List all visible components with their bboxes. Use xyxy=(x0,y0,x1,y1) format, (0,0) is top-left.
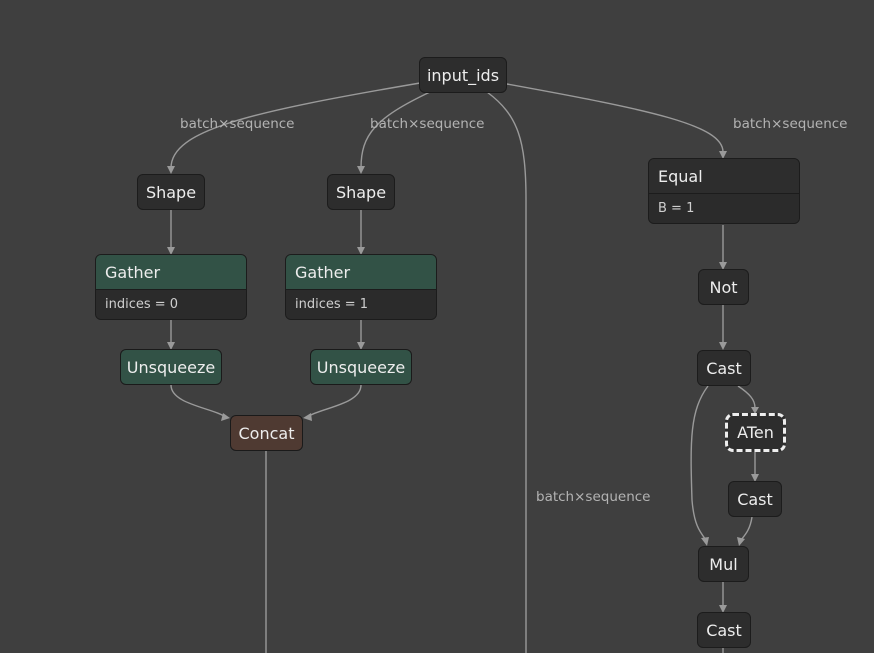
edge-cast2-mul xyxy=(740,516,753,541)
edge-unsqueeze-concat-a xyxy=(170,384,228,419)
node-header: Gather xyxy=(96,255,246,290)
edge-cast-aten xyxy=(737,385,756,409)
edge-label-shape-b: batch×sequence xyxy=(370,116,485,132)
node-label: Cast xyxy=(706,620,742,640)
node-label: Cast xyxy=(706,358,742,378)
node-input-ids[interactable]: input_ids xyxy=(419,57,507,93)
edge-input-long xyxy=(486,91,527,653)
node-unsqueeze-a[interactable]: Unsqueeze xyxy=(120,349,222,385)
node-gather-b[interactable]: Gather indices = 1 xyxy=(285,254,437,320)
node-cast-2[interactable]: Cast xyxy=(728,481,782,517)
edge-label-shape-a: batch×sequence xyxy=(180,116,295,132)
node-aten[interactable]: ATen xyxy=(725,413,786,452)
node-label: Gather xyxy=(105,262,161,282)
node-label: Shape xyxy=(335,182,387,202)
node-shape-a[interactable]: Shape xyxy=(137,174,205,210)
node-label: Equal xyxy=(658,166,703,186)
node-shape-b[interactable]: Shape xyxy=(327,174,395,210)
node-attribute: indices = 0 xyxy=(96,290,246,319)
node-label: Mul xyxy=(709,554,738,574)
node-header: Gather xyxy=(286,255,436,290)
node-label: ATen xyxy=(737,423,774,442)
node-label: input_ids xyxy=(426,65,500,85)
node-cast-3[interactable]: Cast xyxy=(697,612,751,648)
node-label: Shape xyxy=(145,182,197,202)
edge-input-shape-a xyxy=(170,82,421,169)
attribute-text: indices = 1 xyxy=(295,297,369,312)
edge-input-equal xyxy=(506,83,724,153)
attribute-text: indices = 0 xyxy=(105,297,179,312)
edge-label-long: batch×sequence xyxy=(536,489,651,505)
edge-label-equal: batch×sequence xyxy=(733,116,848,132)
edge-cast-mul xyxy=(690,385,709,541)
node-gather-a[interactable]: Gather indices = 0 xyxy=(95,254,247,320)
node-unsqueeze-b[interactable]: Unsqueeze xyxy=(310,349,412,385)
node-label: Unsqueeze xyxy=(316,357,406,377)
node-cast-1[interactable]: Cast xyxy=(697,350,751,386)
node-attribute: indices = 1 xyxy=(286,290,436,319)
node-mul[interactable]: Mul xyxy=(698,546,749,582)
node-not[interactable]: Not xyxy=(698,269,749,305)
node-equal[interactable]: Equal B = 1 xyxy=(648,158,800,224)
node-label: Unsqueeze xyxy=(126,357,216,377)
attribute-text: B = 1 xyxy=(658,201,695,216)
edge-input-shape-b xyxy=(360,91,431,169)
node-header: Equal xyxy=(649,159,799,194)
node-label: Not xyxy=(709,277,738,297)
node-label: Cast xyxy=(737,489,773,509)
edge-unsqueeze-concat-b xyxy=(305,384,362,419)
node-attribute: B = 1 xyxy=(649,194,799,223)
node-label: Concat xyxy=(238,423,295,443)
node-concat[interactable]: Concat xyxy=(230,415,303,451)
node-label: Gather xyxy=(295,262,351,282)
